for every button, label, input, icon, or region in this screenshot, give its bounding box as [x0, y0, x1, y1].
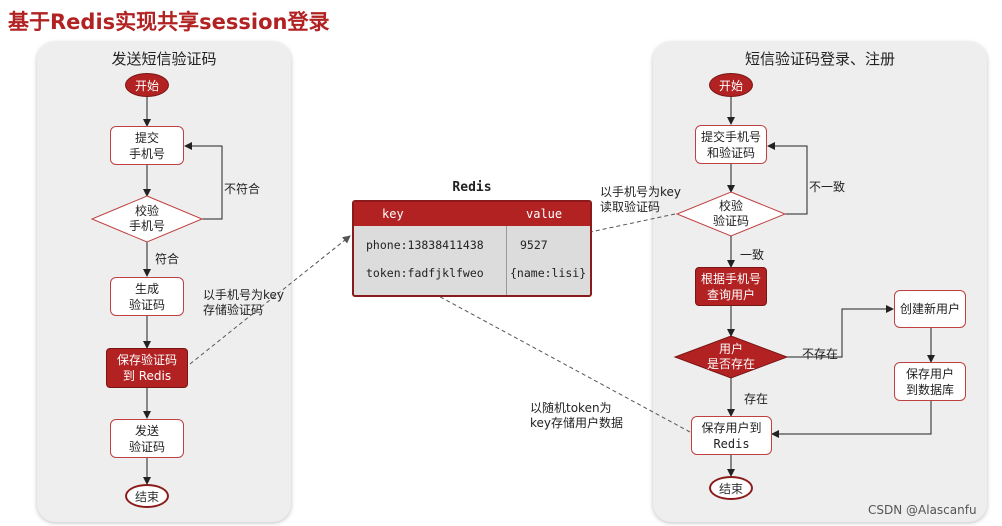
right-query-line1: 根据手机号 — [700, 271, 761, 286]
redis-column-divider — [506, 226, 507, 295]
right-verify-text: 校验 验证码 — [696, 199, 766, 229]
left-match-label: 符合 — [155, 252, 180, 266]
read-note: 以手机号为key 读取验证码 — [600, 185, 681, 215]
store-note: 以手机号为key 存储验证码 — [203, 288, 284, 318]
right-match-label: 一致 — [740, 248, 765, 262]
left-generate-box: 生成 验证码 — [110, 277, 184, 316]
read-note-line2: 读取验证码 — [600, 200, 661, 214]
right-end-node: 结束 — [709, 476, 753, 500]
save-db-line2: 到数据库 — [905, 382, 954, 397]
left-verify-line1: 校验 — [134, 204, 159, 218]
create-user-box: 创建新用户 — [894, 290, 966, 328]
redis-header-value: value — [526, 207, 563, 221]
left-send-box: 发送 验证码 — [110, 419, 184, 458]
store-note-line1: 以手机号为key — [203, 288, 285, 302]
left-mismatch-label: 不符合 — [224, 182, 261, 196]
save-db-line1: 保存用户 — [905, 366, 954, 381]
left-save-line1: 保存验证码 — [116, 353, 177, 367]
right-query-line2: 查询用户 — [706, 287, 755, 302]
right-verify-line2: 验证码 — [712, 214, 749, 228]
left-save-line2: 到 Redis — [122, 369, 172, 383]
left-generate-line1: 生成 — [134, 281, 159, 296]
watermark: CSDN @Alascanfu — [868, 503, 977, 517]
right-panel-title: 短信验证码登录、注册 — [744, 50, 895, 68]
right-submit-box: 提交手机号 和验证码 — [695, 125, 767, 164]
redis-header — [354, 202, 590, 226]
save-redis-line2: Redis — [713, 436, 750, 451]
save-db-box: 保存用户 到数据库 — [894, 362, 966, 401]
redis-title: Redis — [452, 180, 492, 195]
right-submit-line2: 和验证码 — [706, 145, 755, 160]
token-note-line2: key存储用户数据 — [530, 416, 624, 430]
left-end-node: 结束 — [125, 484, 169, 508]
page-title: 基于Redis实现共享session登录 — [8, 10, 330, 34]
read-note-line1: 以手机号为key — [600, 185, 682, 199]
redis-row1-value: 9527 — [520, 238, 548, 252]
save-redis-box: 保存用户到 Redis — [691, 416, 772, 455]
left-submit-phone-line1: 提交 — [134, 130, 159, 145]
left-generate-line2: 验证码 — [128, 297, 165, 312]
token-note-line1: 以随机token为 — [530, 401, 612, 415]
redis-row2-value: {name:lisi} — [510, 266, 587, 280]
right-submit-line1: 提交手机号 — [700, 129, 761, 144]
redis-table: key value phone:13838411438 9527 token:f… — [352, 200, 592, 297]
user-exists-line2: 是否存在 — [706, 357, 755, 371]
redis-header-key: key — [382, 207, 404, 221]
left-send-line1: 发送 — [134, 423, 159, 438]
exists-label: 存在 — [744, 392, 769, 406]
right-query-box: 根据手机号 查询用户 — [695, 267, 767, 306]
right-mismatch-label: 不一致 — [809, 180, 846, 194]
left-panel-title: 发送短信验证码 — [111, 50, 217, 68]
store-note-line2: 存储验证码 — [203, 303, 264, 317]
left-send-line2: 验证码 — [128, 439, 165, 454]
left-verify-line2: 手机号 — [128, 219, 165, 233]
redis-row1-key: phone:13838411438 — [366, 238, 484, 252]
left-start-node: 开始 — [125, 73, 169, 97]
user-exists-text: 用户 是否存在 — [696, 342, 766, 372]
right-verify-line1: 校验 — [718, 199, 743, 213]
user-exists-line1: 用户 — [718, 342, 743, 356]
not-exists-label: 不存在 — [802, 347, 839, 361]
save-redis-line1: 保存用户到 — [701, 420, 762, 435]
token-note: 以随机token为 key存储用户数据 — [530, 401, 623, 431]
redis-row2-key: token:fadfjklfweo — [366, 266, 484, 280]
left-verify-diamond — [90, 195, 204, 243]
left-save-redis-box: 保存验证码 到 Redis — [106, 348, 188, 388]
left-verify-text: 校验 手机号 — [112, 204, 182, 234]
left-submit-phone-box: 提交 手机号 — [110, 126, 184, 165]
right-start-node: 开始 — [709, 73, 753, 97]
left-submit-phone-line2: 手机号 — [128, 146, 165, 161]
